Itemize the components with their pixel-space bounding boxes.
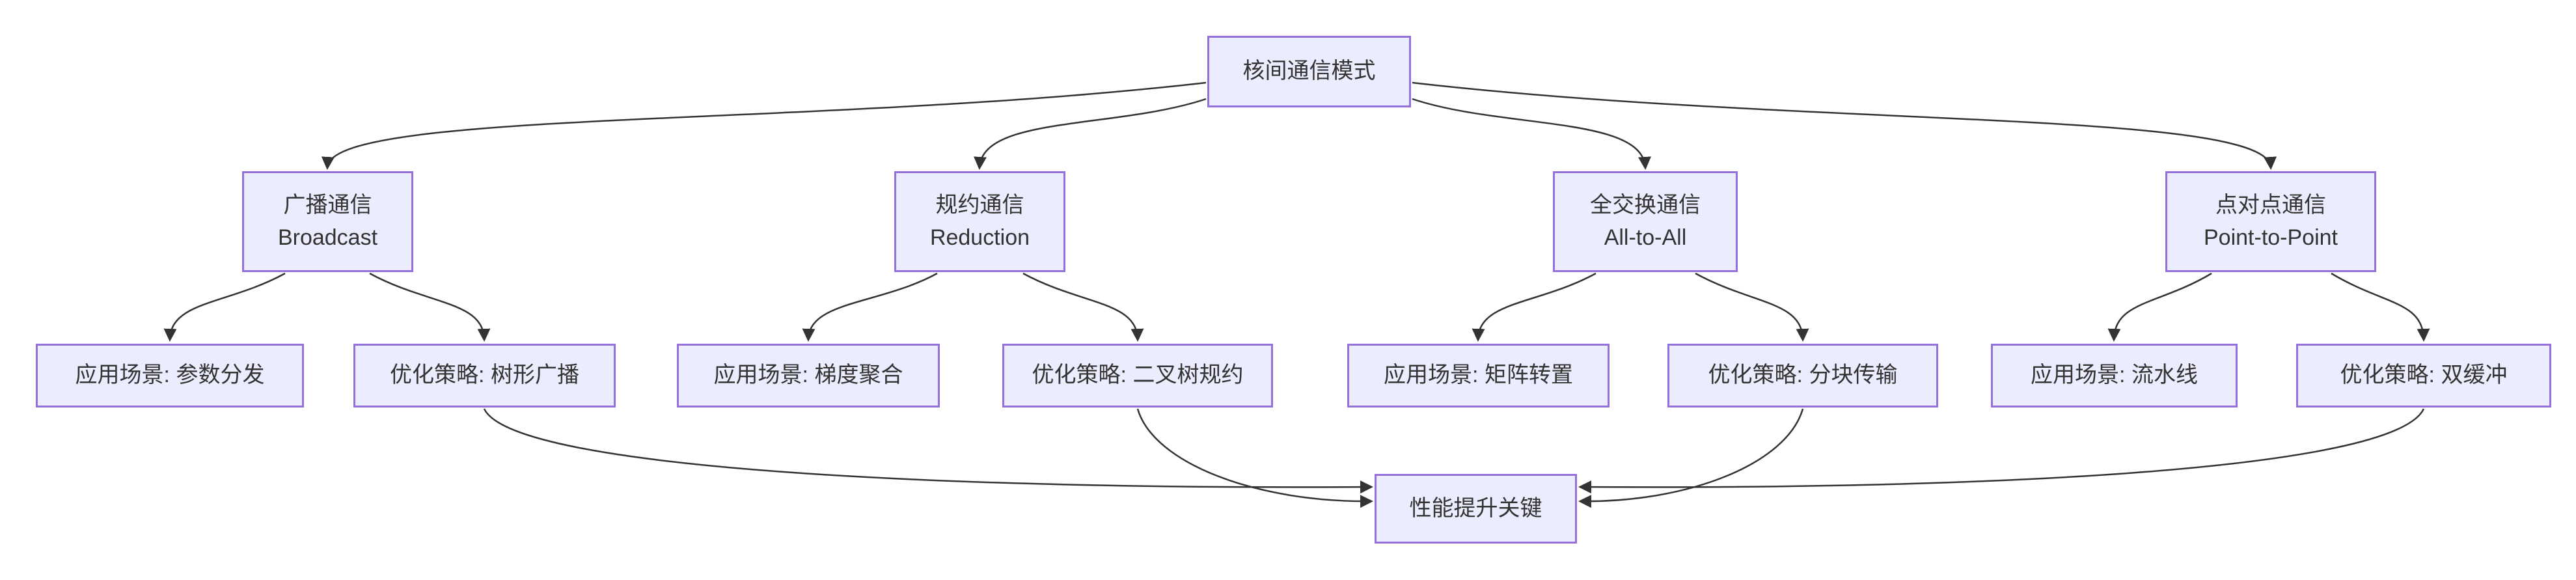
node-leaf-label: 优化策略: 分块传输 [1708, 363, 1898, 388]
node-leaf-block-transfer: 优化策略: 分块传输 [1667, 344, 1938, 407]
edge-p2p-leaf8 [2331, 272, 2430, 342]
node-broadcast-label-en: Broadcast [277, 225, 378, 250]
edge-alltoall-leaf6 [1695, 272, 1809, 342]
edge-leaf8-sink [1578, 408, 2425, 494]
node-p2p-label-zh: 点对点通信 [2215, 193, 2326, 218]
node-alltoall-label-en: All-to-All [1604, 225, 1687, 250]
node-leaf-label: 应用场景: 流水线 [2031, 363, 2198, 388]
edge-alltoall-leaf5 [1472, 272, 1596, 342]
edge-broadcast-leaf2 [369, 272, 491, 342]
edge-reduction-leaf3 [802, 272, 938, 342]
node-reduction-label-en: Reduction [929, 225, 1030, 250]
edge-leaf4-sink [1136, 408, 1373, 508]
node-broadcast: 广播通信 Broadcast [242, 171, 413, 272]
node-broadcast-label-zh: 广播通信 [283, 193, 372, 218]
edge-reduction-leaf4 [1022, 272, 1144, 342]
node-leaf-label: 应用场景: 参数分发 [75, 363, 265, 388]
node-leaf-label: 优化策略: 双缓冲 [2340, 363, 2508, 388]
node-root-label: 核间通信模式 [1242, 59, 1376, 84]
node-leaf-param-distribution: 应用场景: 参数分发 [36, 344, 304, 407]
node-root: 核间通信模式 [1207, 36, 1411, 107]
node-leaf-label: 优化策略: 树形广播 [390, 363, 579, 388]
node-leaf-double-buffering: 优化策略: 双缓冲 [2296, 344, 2551, 407]
edge-broadcast-leaf1 [163, 272, 286, 342]
node-p2p: 点对点通信 Point-to-Point [2165, 171, 2376, 272]
node-reduction-label-zh: 规约通信 [935, 193, 1024, 218]
node-leaf-gradient-aggregation: 应用场景: 梯度聚合 [677, 344, 940, 407]
edge-leaf6-sink [1578, 408, 1804, 508]
node-alltoall: 全交换通信 All-to-All [1553, 171, 1738, 272]
node-p2p-label-en: Point-to-Point [2204, 225, 2338, 250]
edge-root-broadcast [322, 81, 1207, 170]
node-leaf-matrix-transpose: 应用场景: 矩阵转置 [1347, 344, 1610, 407]
edge-root-alltoall [1412, 98, 1651, 170]
edge-leaf2-sink [483, 408, 1373, 494]
node-leaf-label: 应用场景: 梯度聚合 [713, 363, 903, 388]
node-leaf-label: 应用场景: 矩阵转置 [1384, 363, 1573, 388]
edge-root-reduction [974, 98, 1207, 170]
node-leaf-tree-broadcast: 优化策略: 树形广播 [353, 344, 616, 407]
node-reduction: 规约通信 Reduction [894, 171, 1065, 272]
node-sink-label: 性能提升关键 [1409, 495, 1542, 521]
node-alltoall-label-zh: 全交换通信 [1590, 193, 1701, 218]
edge-root-p2p [1412, 81, 2277, 170]
node-leaf-label: 优化策略: 二叉树规约 [1032, 363, 1244, 388]
node-leaf-binary-tree-reduction: 优化策略: 二叉树规约 [1002, 344, 1273, 407]
node-sink-performance-key: 性能提升关键 [1375, 474, 1577, 544]
node-leaf-pipeline: 应用场景: 流水线 [1991, 344, 2238, 407]
edge-p2p-leaf7 [2107, 272, 2212, 342]
